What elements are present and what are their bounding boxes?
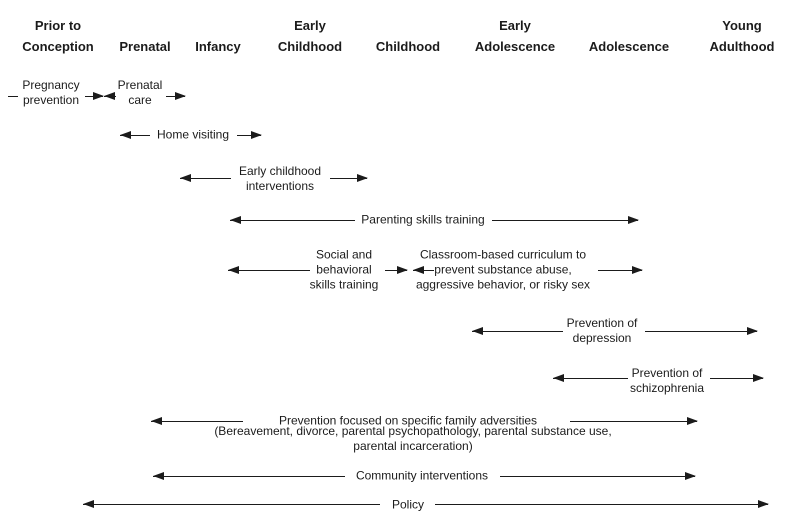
arrow-pregnancy-prevention-tail <box>8 96 18 97</box>
arrow-schizophrenia-left <box>552 373 628 382</box>
stage-early-adolescence: Early Adolescence <box>474 18 556 55</box>
arrow-policy-right <box>435 499 769 508</box>
arrow-policy-left <box>82 499 380 508</box>
label-prenatal-care: Prenatal care <box>117 77 163 107</box>
stage-early-childhood: Early Childhood <box>277 18 343 55</box>
stage-adolescence: Adolescence <box>588 39 670 55</box>
label-home-visiting: Home visiting <box>156 127 230 142</box>
stage-prior-to-conception: Prior to Conception <box>22 18 94 55</box>
label-prevention-of-schizophrenia: Prevention of schizophrenia <box>629 365 705 395</box>
stage-infancy: Infancy <box>195 39 241 55</box>
arrow-depression-left <box>471 326 563 335</box>
label-pregnancy-prevention: Pregnancy prevention <box>22 77 80 107</box>
stage-childhood: Childhood <box>375 39 441 55</box>
label-policy: Policy <box>391 497 425 512</box>
arrow-family-adversities-right <box>570 416 698 425</box>
stage-young-adulthood: Young Adulthood <box>709 18 775 55</box>
arrow-early-childhood-right <box>330 173 368 182</box>
arrow-depression-right <box>645 326 758 335</box>
arrow-schizophrenia-right <box>710 373 764 382</box>
label-community-interventions: Community interventions <box>355 468 489 483</box>
arrow-pregnancy-prevention-right <box>85 91 104 100</box>
stage-prenatal: Prenatal <box>119 39 171 55</box>
arrow-prenatal-care-right <box>166 91 186 100</box>
label-early-childhood-interventions: Early childhood interventions <box>238 163 322 193</box>
label-family-adversities-sublabel: (Bereavement, divorce, parental psychopa… <box>214 423 612 453</box>
arrow-parenting-skills-left <box>229 215 355 224</box>
arrow-community-interventions-left <box>152 471 345 480</box>
label-social-behavioral-skills-training: Social and behavioral skills training <box>309 247 379 292</box>
arrow-classroom-curriculum-right <box>598 265 643 274</box>
arrow-prenatal-care-left <box>103 91 116 100</box>
label-family-adversities: Prevention focused on specific family ad… <box>278 413 538 428</box>
arrow-social-behavioral-right <box>385 265 408 274</box>
arrow-home-visiting-right <box>237 130 262 139</box>
arrow-home-visiting-left <box>119 130 150 139</box>
label-classroom-based-curriculum: Classroom-based curriculum to prevent su… <box>415 247 591 292</box>
label-prevention-of-depression: Prevention of depression <box>566 315 638 345</box>
arrow-community-interventions-right <box>500 471 696 480</box>
arrow-social-behavioral-left <box>227 265 310 274</box>
arrow-classroom-curriculum-left <box>412 265 434 274</box>
arrow-family-adversities-left <box>150 416 243 425</box>
label-parenting-skills-training: Parenting skills training <box>361 212 485 227</box>
arrow-early-childhood-left <box>179 173 231 182</box>
arrow-parenting-skills-right <box>492 215 639 224</box>
